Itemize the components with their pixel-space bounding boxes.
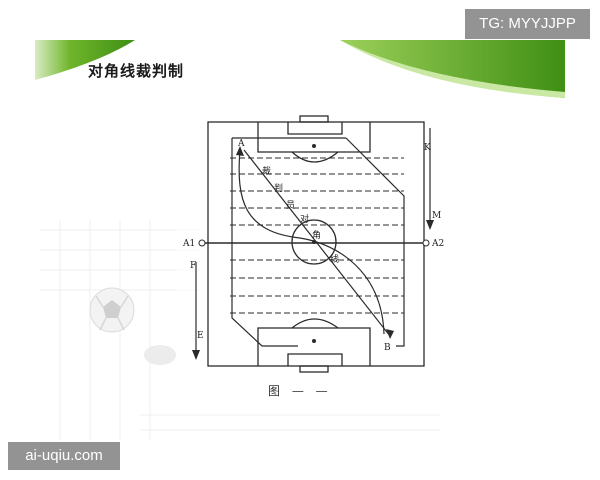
bottom-goal-area xyxy=(287,353,343,366)
header-swoosh-right xyxy=(340,40,565,98)
label-m: M xyxy=(432,211,441,221)
top-penalty-box xyxy=(257,122,371,153)
diagonal-char-4: 对 xyxy=(300,213,309,225)
arrowhead-km xyxy=(426,220,434,230)
header-swoosh-highlight xyxy=(340,40,565,98)
bottom-goal xyxy=(299,365,329,373)
figure-caption: 图 — — xyxy=(268,384,332,398)
top-penalty-spot xyxy=(312,144,316,148)
top-goal xyxy=(299,115,329,123)
bottom-penalty-arc xyxy=(291,318,339,329)
watermark-bottom: ai-uqiu.com xyxy=(8,442,120,470)
bottom-penalty-spot xyxy=(312,339,316,343)
label-a1: A1 xyxy=(182,239,195,249)
arrowhead-fe xyxy=(192,350,200,360)
top-goal-area xyxy=(287,122,343,135)
point-a2-marker xyxy=(422,239,430,247)
header-band xyxy=(35,40,565,98)
label-a: A xyxy=(237,139,245,149)
diagonal-band-right xyxy=(345,137,405,347)
diagonal-char-3: 员 xyxy=(286,200,295,211)
diagonal-char-2: 判 xyxy=(274,182,283,194)
diagonal-line xyxy=(243,149,391,337)
centre-circle xyxy=(291,219,337,265)
label-f: F xyxy=(190,261,196,271)
label-b: B xyxy=(384,343,391,353)
top-penalty-arc xyxy=(291,151,339,163)
label-e: E xyxy=(197,331,204,341)
point-a1-marker xyxy=(198,239,206,247)
diagonal-char-1: 裁 xyxy=(262,165,271,177)
diagonal-band-left xyxy=(231,138,298,347)
label-a2: A2 xyxy=(431,239,444,249)
slide-title: 对角线裁判制 xyxy=(88,62,185,80)
bottom-penalty-box xyxy=(257,327,371,366)
diagonal-char-5: 角 xyxy=(312,229,321,241)
watermark-top: TG: MYYJJPP xyxy=(465,9,590,39)
soccer-ball-icon xyxy=(89,287,135,333)
arrow-a xyxy=(236,146,244,156)
referee-path-curve xyxy=(238,149,385,335)
arrow-b xyxy=(386,329,394,339)
header-swoosh-left xyxy=(35,40,135,80)
diagonal-char-6: 线 xyxy=(330,253,339,265)
label-k: K xyxy=(424,143,431,153)
